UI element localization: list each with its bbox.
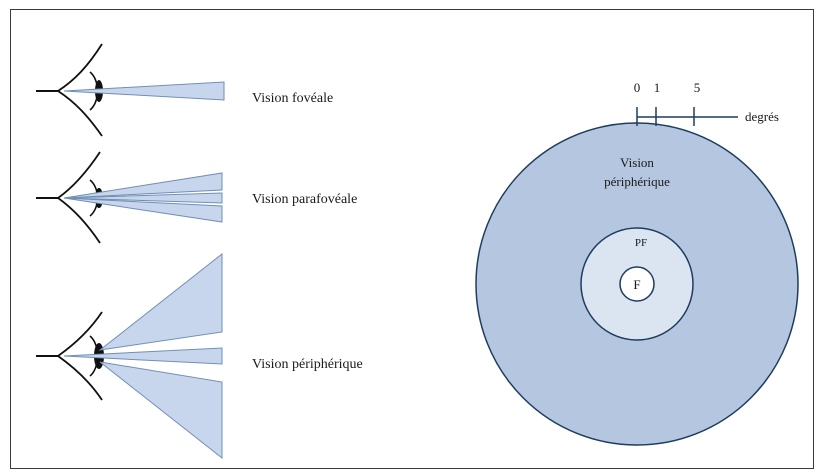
visual-field-diagram: Vision périphérique PF F 0 1 5 degrés [475,80,799,446]
foveal-beam [63,81,225,101]
peripheral-label: Vision périphérique [252,357,363,372]
degree-tick-label: 0 [634,80,641,95]
foveal-label: Vision fovéale [252,91,333,106]
peripheral-zone-label-line1: Vision [620,155,654,170]
eye-foveal-group: Vision fovéale [36,43,333,137]
foveal-zone-label: F [633,277,640,292]
parafoveal-zone-label: PF [635,237,647,249]
foveal-zone [619,266,655,302]
peripheral-zone-label-line2: périphérique [604,174,670,189]
eye-parafoveal-group: Vision parafovéale [36,151,357,244]
parafoveal-beam-center [63,192,223,204]
peripheral-beam-center [63,347,223,365]
degree-tick-label: 5 [694,80,701,95]
degree-tick-label: 1 [654,80,661,95]
eye-peripheral-group: Vision périphérique [36,252,363,460]
degree-unit-label: degrés [745,109,779,124]
parafoveal-beam-upper [63,172,223,199]
parafoveal-beam-lower [63,197,223,223]
peripheral-beam-lower [99,361,223,460]
parafoveal-label: Vision parafovéale [252,192,357,207]
peripheral-beam-upper [98,252,223,351]
